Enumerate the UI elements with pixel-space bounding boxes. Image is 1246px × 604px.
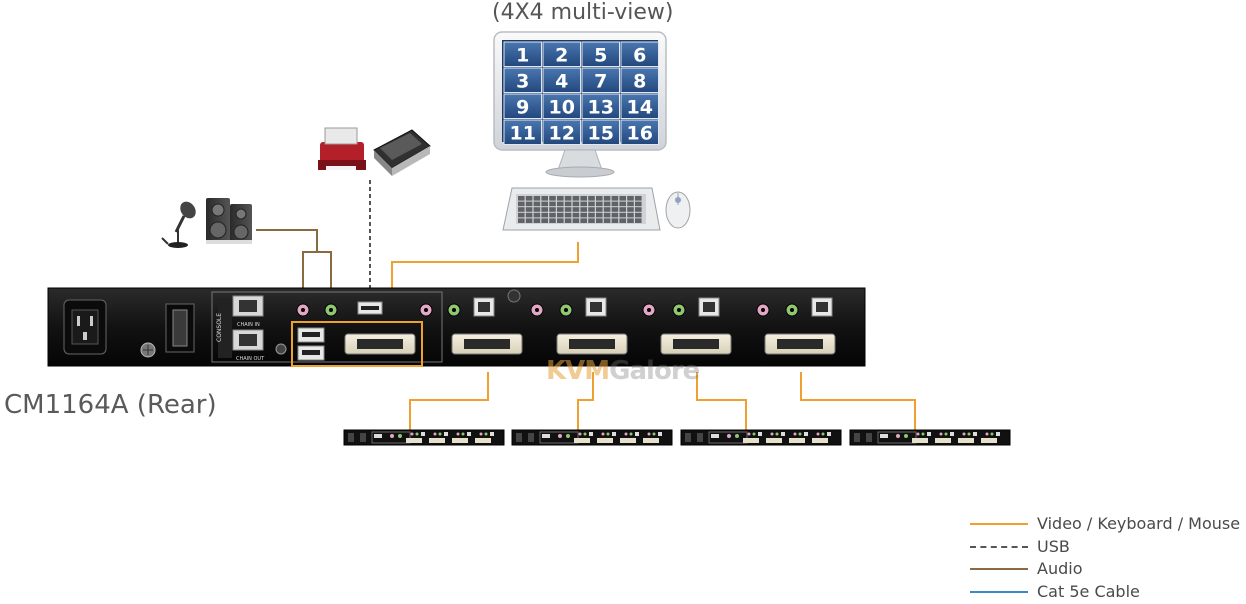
- console-label: CONSOLE: [216, 313, 223, 342]
- legend-label: Video / Keyboard / Mouse: [1037, 514, 1240, 533]
- grid-tile-number: 7: [594, 70, 607, 92]
- legend-item: USB: [970, 537, 1246, 560]
- rear-panel: [48, 288, 865, 366]
- grid-tile-number: 15: [588, 122, 614, 144]
- grid-tile-number: 5: [594, 44, 607, 66]
- grid-tile-number: 11: [510, 122, 536, 144]
- grid-tile-number: 9: [516, 96, 529, 118]
- grid-tile-number: 8: [633, 70, 646, 92]
- chain-in-label: CHAIN IN: [237, 322, 260, 328]
- legend: Video / Keyboard / Mouse USB Audio Cat 5…: [970, 514, 1246, 604]
- chain-unit: [512, 430, 672, 445]
- legend-swatch: [970, 591, 1028, 593]
- legend-label: USB: [1037, 537, 1070, 556]
- grid-tile-number: 3: [516, 70, 529, 92]
- legend-label: Cat 5e Cable: [1037, 582, 1140, 601]
- watermark-part2: Galore: [609, 356, 699, 386]
- printer-icon: [318, 128, 366, 170]
- chain-out-label: CHAIN OUT: [236, 356, 265, 362]
- legend-item: Cat 5e Cable: [970, 582, 1246, 604]
- legend-item: Video / Keyboard / Mouse: [970, 514, 1246, 537]
- mouse-icon: [666, 192, 690, 228]
- chained-units: [344, 430, 1010, 445]
- grid-tile-number: 4: [555, 70, 568, 92]
- keyboard: [503, 188, 660, 230]
- scanner-icon: [374, 130, 430, 176]
- grid-tile-number: 1: [516, 44, 529, 66]
- chain-unit: [850, 430, 1010, 445]
- legend-swatch: [970, 568, 1028, 570]
- grid-tile-number: 13: [588, 96, 614, 118]
- legend-swatch: [970, 546, 1028, 548]
- watermark-part1: KVM: [546, 356, 609, 386]
- microphone-icon: [162, 199, 199, 248]
- grid-tile-number: 12: [549, 122, 575, 144]
- grid-tile-number: 6: [633, 44, 646, 66]
- device-label: CM1164A (Rear): [4, 390, 217, 420]
- speakers-icon: [206, 198, 252, 244]
- grid-tile-number: 10: [549, 96, 575, 118]
- legend-swatch: [970, 523, 1028, 525]
- grid-tile-number: 14: [627, 96, 653, 118]
- legend-item: Audio: [970, 559, 1246, 582]
- watermark: KVMGalore: [546, 356, 699, 386]
- grid-tile-number: 2: [555, 44, 568, 66]
- chain-unit: [344, 430, 504, 445]
- grid-tile-number: 16: [627, 122, 653, 144]
- legend-label: Audio: [1037, 559, 1082, 578]
- chain-unit: [681, 430, 841, 445]
